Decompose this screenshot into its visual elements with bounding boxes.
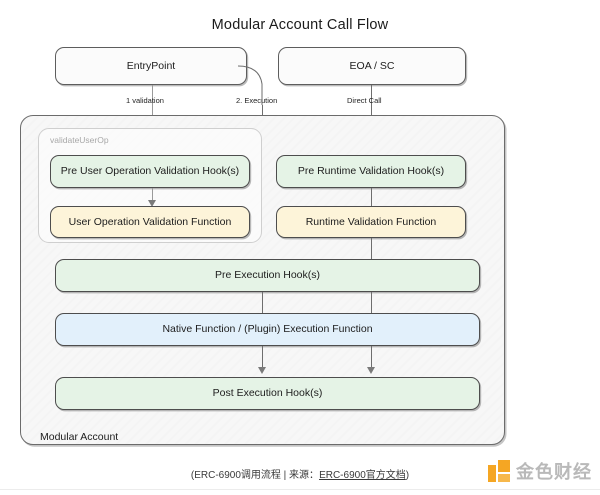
caption-suffix: )	[405, 470, 410, 481]
connector-post-right	[371, 346, 372, 370]
edge-label-validation: 1 validation	[126, 96, 164, 105]
node-post-execution-hooks-label: Post Execution Hook(s)	[212, 387, 323, 400]
watermark-text: 金色财经	[516, 462, 592, 483]
validate-user-op-label: validateUserOp	[50, 135, 109, 145]
node-native-plugin-execution-function-label: Native Function / (Plugin) Execution Fun…	[162, 323, 373, 336]
node-user-operation-validation-function[interactable]: User Operation Validation Function	[50, 206, 250, 238]
node-runtime-validation-function[interactable]: Runtime Validation Function	[276, 206, 466, 238]
node-pre-execution-hooks-label: Pre Execution Hook(s)	[214, 269, 321, 282]
arrowhead-validation-inner	[148, 200, 156, 207]
connector-runtime-inner	[371, 188, 372, 206]
node-user-operation-validation-function-label: User Operation Validation Function	[68, 215, 232, 228]
node-pre-runtime-validation-hooks-label: Pre Runtime Validation Hook(s)	[297, 165, 445, 178]
node-entrypoint-label: EntryPoint	[126, 59, 176, 72]
caption-prefix: (ERC-6900调用流程 | 来源：	[190, 470, 320, 481]
node-pre-runtime-validation-hooks[interactable]: Pre Runtime Validation Hook(s)	[276, 155, 466, 188]
caption: (ERC-6900调用流程 | 来源：ERC-6900官方文档)	[0, 466, 600, 481]
connector-post-left	[262, 346, 263, 370]
connector-exec-mid-left	[262, 292, 263, 314]
caption-link[interactable]: ERC-6900官方文档	[319, 470, 406, 481]
connector-runtime-to-pre-exec	[371, 238, 372, 260]
watermark: 金色财经	[488, 458, 592, 484]
node-entrypoint[interactable]: EntryPoint	[55, 47, 247, 85]
arrowhead-post-left	[258, 367, 266, 374]
edge-label-direct-call: Direct Call	[347, 96, 382, 105]
connector-validation-inner	[152, 188, 153, 203]
connector-exec-mid-right	[371, 292, 372, 314]
node-eoa-sc-label: EOA / SC	[349, 59, 395, 72]
bottom-divider	[0, 489, 600, 490]
node-runtime-validation-function-label: Runtime Validation Function	[305, 215, 437, 228]
node-pre-user-op-validation-hooks[interactable]: Pre User Operation Validation Hook(s)	[50, 155, 250, 188]
node-eoa-sc[interactable]: EOA / SC	[278, 47, 466, 85]
edge-label-execution: 2. Execution	[236, 96, 278, 105]
node-pre-execution-hooks[interactable]: Pre Execution Hook(s)	[55, 259, 480, 292]
node-post-execution-hooks[interactable]: Post Execution Hook(s)	[55, 377, 480, 410]
jinse-logo-icon	[488, 460, 510, 482]
node-native-plugin-execution-function[interactable]: Native Function / (Plugin) Execution Fun…	[55, 313, 480, 346]
node-pre-user-op-validation-hooks-label: Pre User Operation Validation Hook(s)	[60, 165, 240, 178]
modular-account-label: Modular Account	[40, 431, 119, 443]
page-title: Modular Account Call Flow	[211, 17, 389, 33]
arrowhead-post-right	[367, 367, 375, 374]
